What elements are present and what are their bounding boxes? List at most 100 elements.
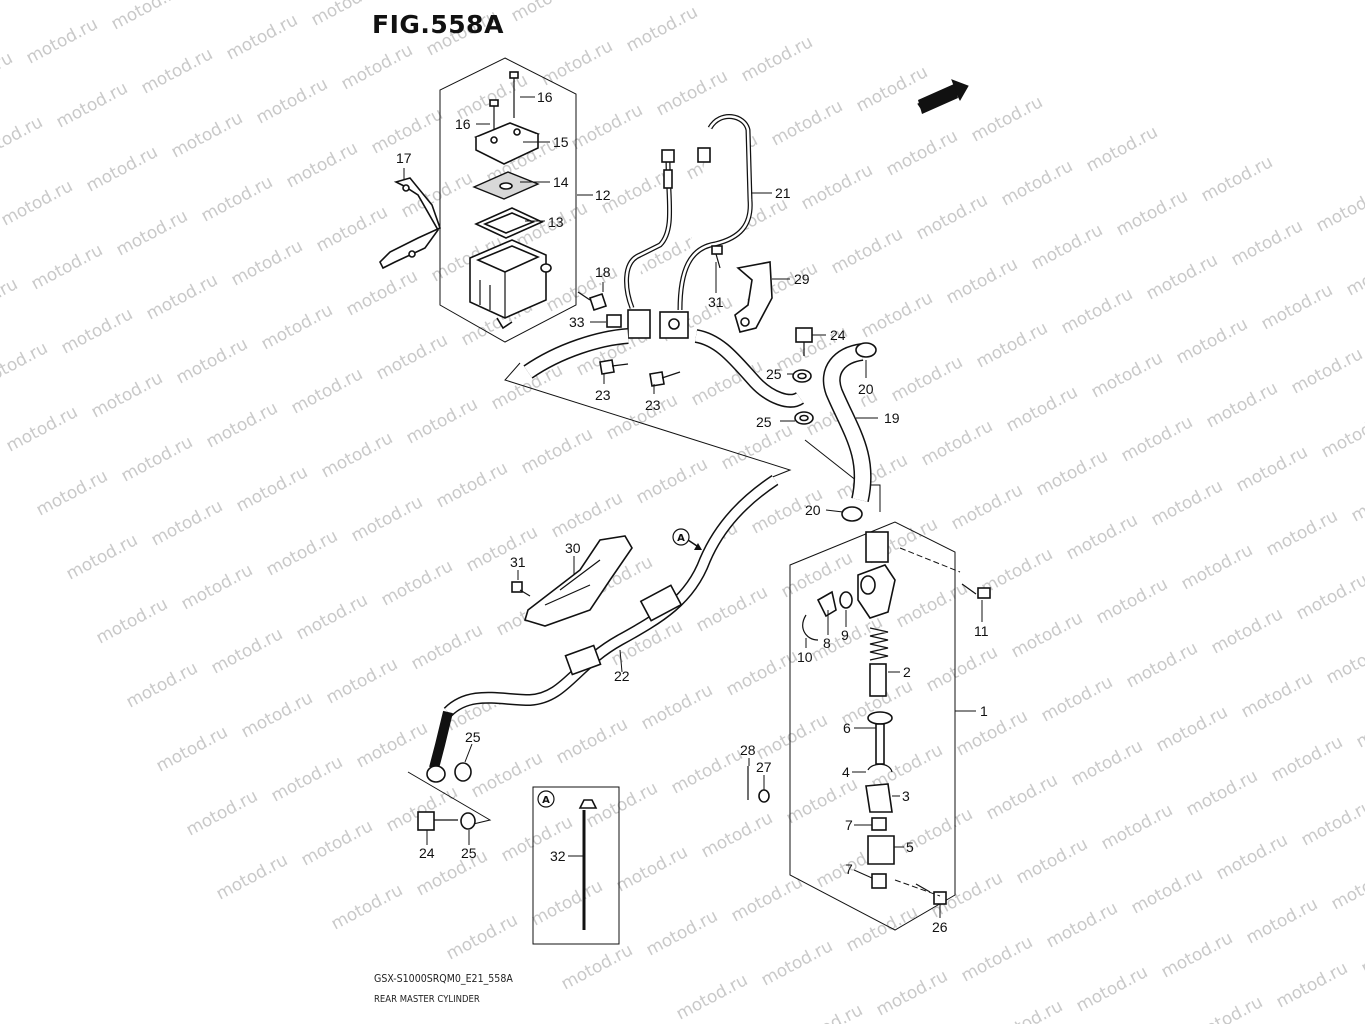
watermark-text: motod.ru [693, 582, 771, 636]
watermark-text: motod.ru [1298, 796, 1365, 850]
callout-17: 17 [396, 150, 412, 166]
watermark-text: motod.ru [633, 454, 711, 508]
watermark-text: motod.ru [843, 902, 921, 956]
watermark-text: motod.ru [123, 658, 201, 712]
watermark-text: motod.ru [113, 206, 191, 260]
watermark-text: motod.ru [983, 770, 1061, 824]
watermark-text: motod.ru [298, 816, 376, 870]
watermark-text: motod.ru [943, 254, 1021, 308]
hose-bracket [511, 535, 633, 627]
watermark-text: motod.ru [1098, 800, 1176, 854]
watermark-text: motod.ru [668, 744, 746, 798]
master-cylinder-assembly-box [789, 521, 956, 931]
watermark-text: motod.ru [1068, 736, 1146, 790]
watermark-text: motod.ru [873, 966, 951, 1020]
callout-24b: 24 [419, 845, 435, 861]
detail-a-cable-tie [578, 799, 598, 930]
callout-25b: 25 [756, 414, 772, 430]
callout-6: 6 [843, 720, 851, 736]
detail-a-box [532, 786, 620, 945]
callout-28: 28 [740, 742, 756, 758]
callout-7b: 7 [845, 861, 853, 877]
watermark-text: motod.ru [1263, 506, 1341, 560]
watermark-text: motod.ru [568, 100, 646, 154]
watermark-text: motod.ru [1343, 246, 1365, 300]
watermark-text: motod.ru [1158, 928, 1236, 982]
figure-code: GSX-S1000SRQM0_E21_558A [374, 973, 513, 985]
watermark-text: motod.ru [1003, 382, 1081, 436]
watermark-text: motod.ru [1058, 284, 1136, 338]
watermark-text: motod.ru [348, 492, 426, 546]
watermark-text: motod.ru [1148, 476, 1226, 530]
watermark-text: motod.ru [28, 240, 106, 294]
watermark-text: motod.ru [1143, 250, 1221, 304]
watermark-text: motod.ru [143, 270, 221, 324]
watermark-text: motod.ru [88, 368, 166, 422]
watermark-text: motod.ru [198, 172, 276, 226]
watermark-text: motod.ru [1093, 574, 1171, 628]
watermark-text: motod.ru [0, 338, 51, 392]
watermark-text: motod.ru [153, 722, 231, 776]
callout-26: 26 [932, 919, 948, 935]
callout-11: 11 [974, 623, 989, 639]
callout-4: 4 [842, 764, 850, 780]
callout-9: 9 [841, 627, 849, 643]
watermark-text: motod.ru [1268, 732, 1346, 786]
watermark-text: motod.ru [853, 62, 931, 116]
callout-10: 10 [797, 649, 813, 665]
watermark-text: motod.ru [148, 496, 226, 550]
watermark-text: motod.ru [1173, 314, 1251, 368]
watermark-text: motod.ru [1243, 894, 1321, 948]
watermark-text: motod.ru [433, 458, 511, 512]
callout-15: 15 [553, 134, 569, 150]
watermark-text: motod.ru [1238, 668, 1316, 722]
watermark-text: motod.ru [283, 138, 361, 192]
watermark-text: motod.ru [723, 646, 801, 700]
master-cylinder-parts [747, 531, 991, 905]
watermark-text: motod.ru [1328, 860, 1365, 914]
watermark-text: motod.ru [518, 424, 596, 478]
brake-pipes [523, 114, 877, 522]
callout-7a: 7 [845, 817, 853, 833]
watermark-text: motod.ru [1123, 638, 1201, 692]
watermark-text: motod.ru [558, 940, 636, 994]
watermark-text: motod.ru [948, 480, 1026, 534]
marker-a-label: A [677, 533, 685, 544]
watermark-text: motod.ru [758, 936, 836, 990]
watermark-text: motod.ru [373, 330, 451, 384]
forward-direction-badge: FWD [917, 79, 969, 125]
watermark-text: motod.ru [1348, 472, 1365, 526]
watermark-text: motod.ru [768, 96, 846, 150]
watermark-text: motod.ru [318, 428, 396, 482]
watermark-text: motod.ru [1118, 412, 1196, 466]
watermark-text: motod.ru [1318, 408, 1365, 462]
figure-title: FIG.558A [372, 10, 504, 39]
watermark-text: motod.ru [173, 334, 251, 388]
watermark-text: motod.ru [323, 654, 401, 708]
watermark-text: motod.ru [1293, 570, 1365, 624]
watermark-text: motod.ru [63, 530, 141, 584]
watermark-text: motod.ru [208, 624, 286, 678]
watermark-text: motod.ru [538, 36, 616, 90]
watermark-text: motod.ru [0, 48, 16, 102]
watermark-text: motod.ru [403, 394, 481, 448]
watermark-text: motod.ru [603, 390, 681, 444]
figure-caption: REAR MASTER CYLINDER [374, 994, 480, 1005]
watermark-text: motod.ru [1313, 182, 1365, 236]
watermark-text: motod.ru [293, 590, 371, 644]
watermark-text: motod.ru [1213, 830, 1291, 884]
watermark-text: motod.ru [788, 1000, 866, 1024]
watermark-text: motod.ru [828, 224, 906, 278]
watermark-text: motod.ru [918, 416, 996, 470]
watermark-text: motod.ru [1183, 766, 1261, 820]
watermark-text: motod.ru [833, 450, 911, 504]
reference-marker-a-detail: A [537, 790, 555, 808]
watermark-text: motod.ru [638, 680, 716, 734]
reservoir-group [379, 71, 552, 330]
watermark-text: motod.ru [653, 66, 731, 120]
callout-30: 30 [565, 540, 581, 556]
watermark-text: motod.ru [1353, 698, 1365, 752]
watermark-text: motod.ru [53, 78, 131, 132]
callout-16a: 16 [537, 89, 553, 105]
callout-25a: 25 [766, 366, 782, 382]
